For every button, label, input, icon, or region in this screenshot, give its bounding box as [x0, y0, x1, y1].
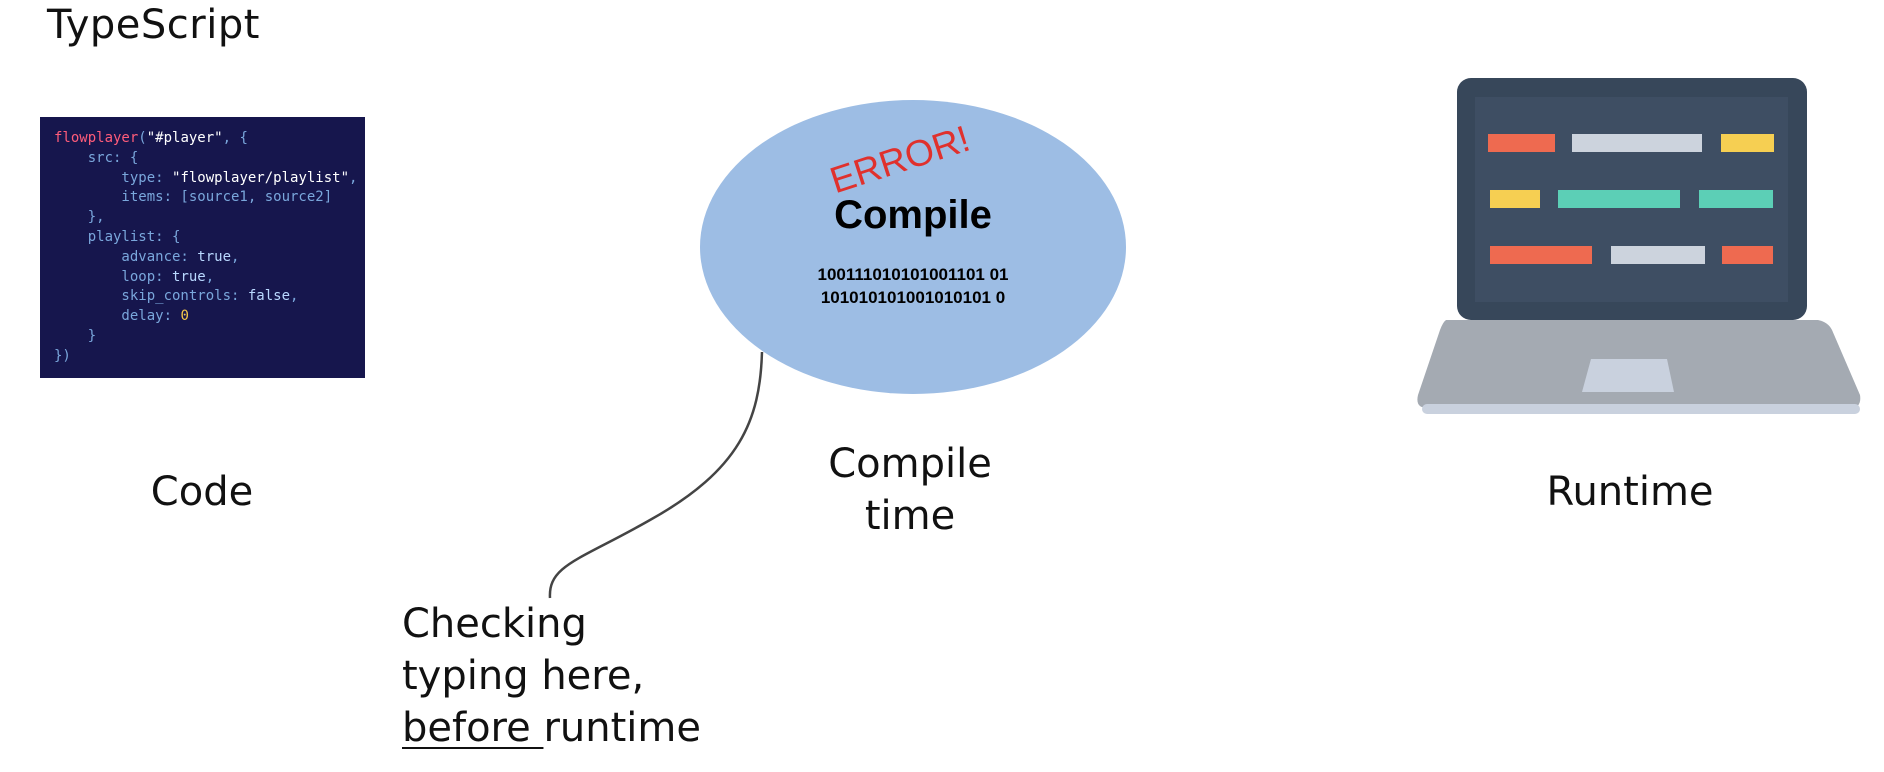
code-token: }, [54, 209, 105, 226]
laptop-icon [1417, 78, 1861, 414]
code-token: }) [54, 347, 71, 364]
code-token: true [172, 268, 206, 285]
label-compile-time-line1: Compile [828, 441, 992, 487]
screen-bar [1572, 134, 1702, 152]
label-compile-time-line2: time [864, 493, 956, 539]
screen-bar [1699, 190, 1773, 208]
code-line: playlist: { [54, 228, 365, 248]
laptop-base-edge [1422, 404, 1860, 414]
code-token: 0 [180, 308, 189, 325]
connector-curve [548, 351, 764, 599]
code-token: ( [138, 130, 147, 146]
code-line: type: "flowplayer/playlist", [54, 169, 365, 189]
code-token: , [349, 169, 358, 186]
code-line: loop: true, [54, 268, 365, 288]
code-line: }) [54, 347, 365, 367]
code-token: , [205, 268, 215, 285]
code-line: flowplayer("#player", { [54, 129, 365, 149]
code-token: items: [source1, source2] [54, 189, 333, 206]
label-runtime: Runtime [1546, 469, 1714, 515]
code-line: items: [source1, source2] [54, 188, 365, 208]
code-token: type: [54, 169, 173, 186]
screen-bar [1490, 246, 1592, 264]
code-token: loop: [54, 268, 173, 285]
code-token: "#player" [146, 130, 223, 146]
note-checking-typing: Checking typing here, before runtime [402, 598, 701, 754]
code-line: }, [54, 208, 365, 228]
code-line: } [54, 327, 365, 347]
screen-bar [1488, 134, 1555, 152]
code-token: delay: [54, 308, 181, 325]
note-line-3-rest: runtime [543, 705, 701, 751]
screen-bar [1611, 246, 1705, 264]
code-token: } [54, 327, 97, 344]
page-title: TypeScript [47, 2, 260, 48]
code-line: skip_controls: false, [54, 287, 365, 307]
code-token: , [231, 248, 240, 265]
code-line: src: { [54, 149, 365, 169]
binary-line-1: 100111010101001101 01 [817, 265, 1008, 284]
compile-title: Compile [834, 193, 992, 237]
code-token: advance: [54, 248, 198, 265]
note-line-1: Checking [402, 601, 587, 647]
code-line: advance: true, [54, 248, 365, 268]
label-code: Code [150, 469, 254, 515]
label-compile-time: Compile time [800, 438, 1020, 542]
compile-ellipse [700, 100, 1126, 394]
note-line-3: before runtime [402, 702, 701, 754]
code-line: delay: 0 [54, 307, 365, 327]
code-token: src: { [54, 149, 139, 166]
code-token: playlist: { [54, 228, 181, 245]
code-snippet: flowplayer("#player", { src: { type: "fl… [40, 117, 365, 378]
screen-bar [1721, 134, 1774, 152]
code-token: "flowplayer/playlist" [172, 169, 350, 186]
screen-bar [1722, 246, 1773, 264]
laptop-trackpad [1582, 359, 1674, 392]
code-token: flowplayer [54, 130, 139, 146]
note-line-2: typing here, [402, 653, 645, 699]
code-token: false [247, 288, 291, 305]
code-token: skip_controls: [54, 288, 248, 305]
binary-line-2: 101010101001010101 0 [821, 288, 1005, 307]
note-underlined-word: before [402, 705, 544, 751]
screen-bar [1490, 190, 1540, 208]
code-token: , [290, 288, 299, 305]
code-token: , { [222, 130, 248, 146]
screen-bar [1558, 190, 1680, 208]
code-token: true [197, 248, 232, 265]
